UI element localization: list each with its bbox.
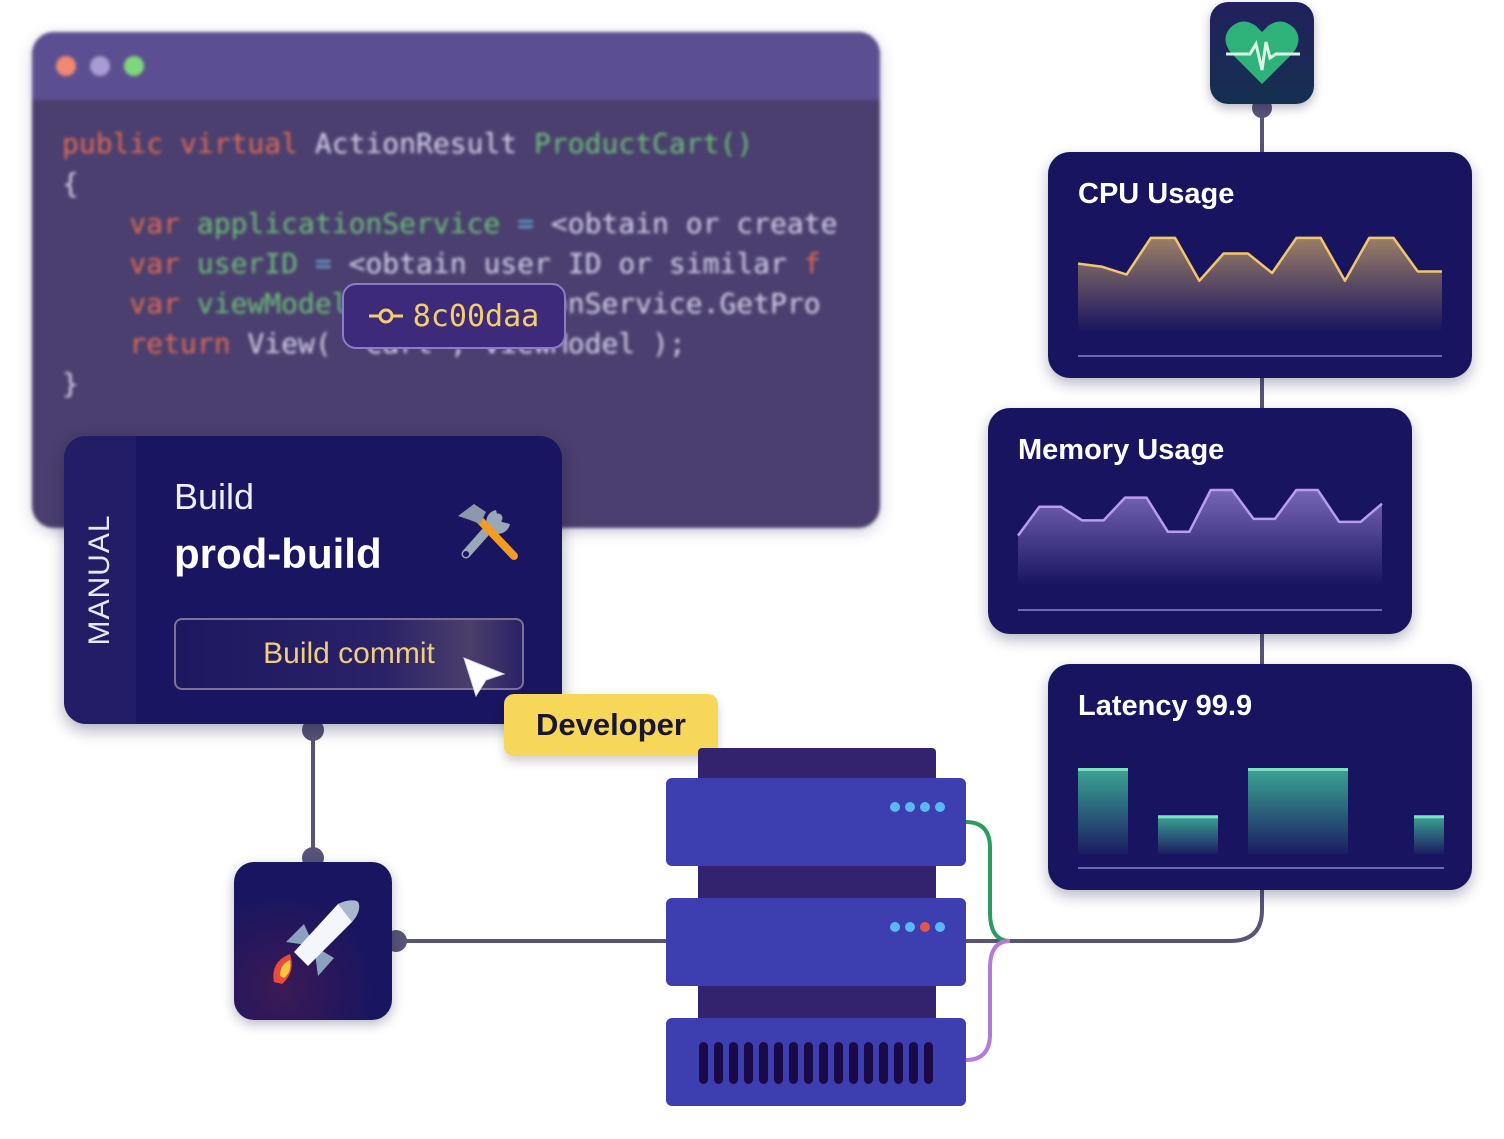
code-line: public virtual ActionResult ProductCart(… bbox=[62, 124, 837, 164]
status-led-icon bbox=[890, 922, 900, 932]
wire-server-latency bbox=[966, 890, 1264, 943]
code-token: public virtual bbox=[62, 127, 315, 160]
series-line bbox=[1077, 236, 1442, 283]
vent-slot bbox=[729, 1042, 738, 1084]
vent-slot bbox=[834, 1042, 843, 1084]
minimize-dot-icon[interactable] bbox=[90, 56, 110, 76]
mouse-cursor-icon bbox=[463, 657, 506, 698]
build-name: prod-build bbox=[174, 530, 382, 577]
status-led-icon bbox=[920, 922, 930, 932]
vent-slot bbox=[774, 1042, 783, 1084]
commit-badge[interactable]: 8c00daa bbox=[342, 283, 566, 349]
health-node[interactable] bbox=[1210, 2, 1314, 104]
code-line: } bbox=[62, 364, 837, 404]
git-commit-icon bbox=[368, 308, 403, 324]
area-fill bbox=[1018, 490, 1382, 586]
close-dot-icon[interactable] bbox=[56, 56, 76, 76]
code-token: <obtain or create bbox=[550, 207, 838, 240]
maximize-dot-icon[interactable] bbox=[124, 56, 144, 76]
developer-tag: Developer bbox=[504, 694, 718, 756]
heart-pulse-icon bbox=[1225, 21, 1300, 84]
latency-bar bbox=[1158, 815, 1218, 854]
code-line: { bbox=[62, 164, 837, 204]
code-content: public virtual ActionResult ProductCart(… bbox=[62, 124, 837, 404]
code-token: applicationService bbox=[196, 207, 518, 240]
code-token: return bbox=[62, 327, 248, 360]
build-side-strip bbox=[64, 436, 136, 724]
vent-slot bbox=[864, 1042, 873, 1084]
series-line bbox=[1016, 488, 1383, 537]
code-token: var bbox=[62, 287, 197, 320]
server-unit-2[interactable] bbox=[666, 898, 966, 986]
code-token: ActionResult bbox=[314, 127, 535, 160]
vent-slot bbox=[759, 1042, 768, 1084]
rocket-icon bbox=[273, 900, 360, 984]
memory-usage-title: Memory Usage bbox=[1018, 434, 1225, 466]
latency-title: Latency 99.9 bbox=[1078, 690, 1253, 722]
code-line: var userID = <obtain user ID or similar … bbox=[62, 244, 837, 284]
code-token: var bbox=[62, 247, 197, 280]
memory-usage-card: Memory Usage bbox=[988, 408, 1412, 634]
vent-slot bbox=[879, 1042, 888, 1084]
latency-chart bbox=[1078, 768, 1444, 869]
wire-purple bbox=[965, 939, 1011, 1062]
latency-bar-top bbox=[1248, 768, 1348, 771]
status-led-icon bbox=[890, 802, 900, 812]
vent-slot bbox=[804, 1042, 813, 1084]
status-led-icon bbox=[920, 802, 930, 812]
code-token: viewModel bbox=[196, 287, 366, 320]
hammer-wrench-icon bbox=[458, 504, 518, 560]
vent-slot bbox=[714, 1042, 723, 1084]
area-fill bbox=[1078, 237, 1442, 332]
latency-card: Latency 99.9 bbox=[1048, 664, 1472, 890]
server-unit-3-vents[interactable] bbox=[666, 1018, 966, 1106]
wire-green bbox=[965, 820, 1011, 943]
cpu-usage-title: CPU Usage bbox=[1078, 178, 1235, 210]
wire-port bbox=[302, 719, 324, 741]
cpu-usage-card: CPU Usage bbox=[1048, 152, 1472, 378]
memory-usage-chart bbox=[1016, 488, 1383, 611]
code-token: { bbox=[62, 167, 79, 200]
server-unit-1[interactable] bbox=[666, 778, 966, 866]
status-led-icon bbox=[905, 802, 915, 812]
latency-bar bbox=[1248, 768, 1348, 854]
build-label: Build bbox=[174, 476, 255, 517]
vent-slot bbox=[744, 1042, 753, 1084]
latency-bar-top bbox=[1078, 768, 1128, 771]
latency-bar-top bbox=[1414, 815, 1444, 819]
trigger-type-label: MANUAL bbox=[83, 514, 116, 646]
code-token: var bbox=[62, 207, 197, 240]
build-card: MANUAL Build prod-build Build commit bbox=[64, 436, 562, 724]
vent-slot bbox=[909, 1042, 918, 1084]
code-token: userID bbox=[196, 247, 315, 280]
vent-slot bbox=[894, 1042, 903, 1084]
latency-bar-top bbox=[1158, 815, 1218, 819]
latency-bar bbox=[1414, 815, 1444, 854]
vent-slot bbox=[699, 1042, 708, 1084]
status-led-icon bbox=[935, 802, 945, 812]
code-line: var applicationService = <obtain or crea… bbox=[62, 204, 837, 244]
editor-title-bar bbox=[32, 32, 880, 100]
build-commit-button[interactable]: Build commit bbox=[174, 618, 524, 690]
code-token: = bbox=[314, 247, 349, 280]
code-token: } bbox=[62, 367, 79, 400]
code-token: f bbox=[803, 247, 821, 280]
status-led-icon bbox=[935, 922, 945, 932]
vent-slot bbox=[789, 1042, 798, 1084]
status-led-icon bbox=[905, 922, 915, 932]
commit-hash: 8c00daa bbox=[412, 298, 540, 334]
code-token: = bbox=[517, 207, 551, 240]
latency-bar bbox=[1078, 768, 1128, 854]
deploy-node[interactable] bbox=[234, 862, 392, 1020]
vent-slot bbox=[924, 1042, 933, 1084]
cpu-usage-chart bbox=[1077, 236, 1443, 357]
vent-slot bbox=[819, 1042, 828, 1084]
code-token: <obtain user ID or similar bbox=[348, 247, 804, 280]
code-token: ProductCart() bbox=[534, 127, 754, 160]
vent-slot bbox=[849, 1042, 858, 1084]
